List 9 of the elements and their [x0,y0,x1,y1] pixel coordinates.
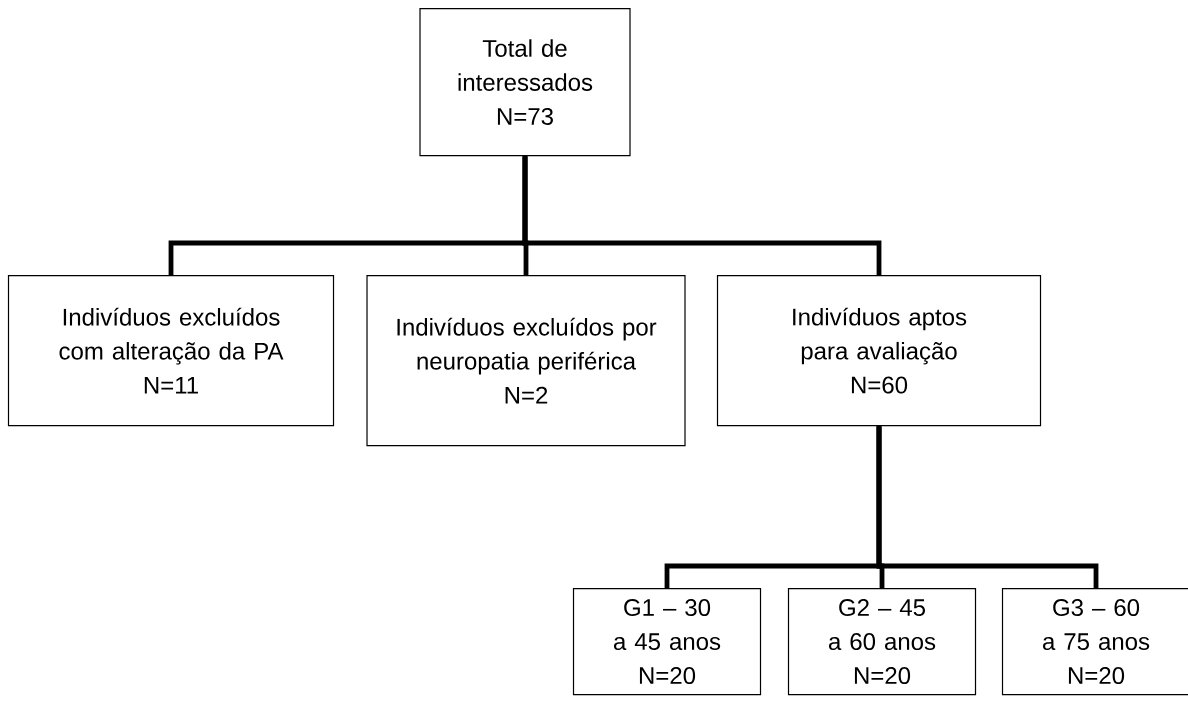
process-box: G2 – 45 a 60 anos N=20 [787,588,977,696]
process-box: Indivíduos excluídos por neuropatia periférica N=2 [366,275,686,447]
process-box: G3 – 60 a 75 anos N=20 [1001,588,1188,696]
process-box: Total de interessados N=73 [419,8,631,157]
connector-line [522,156,882,275]
process-box: G1 – 30 a 45 anos N=20 [572,588,762,696]
connector-line [876,426,1099,588]
process-box: Indivíduos aptos para avaliação N=60 [716,275,1042,427]
process-box: Indivíduos excluídos com alteração da PA N=11 [7,275,335,427]
